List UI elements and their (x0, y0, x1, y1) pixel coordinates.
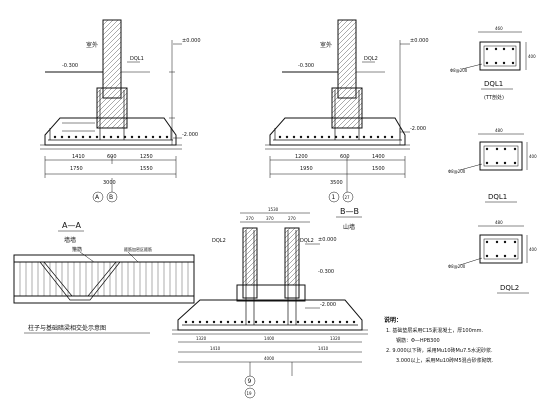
svg-text:1: 1 (332, 194, 336, 201)
svg-text:460: 460 (495, 26, 503, 31)
dql2-section (479, 234, 523, 264)
aa-axis-a (92, 191, 104, 203)
bb-wall (337, 19, 357, 99)
aa-outdoor-label: 室外 (86, 41, 98, 49)
svg-text:1320: 1320 (330, 336, 341, 341)
aa-dql-label: DQL1 (130, 56, 144, 62)
bb-elev-bottom: -2.000 (410, 126, 426, 132)
dql1-section (479, 141, 523, 171)
aa-title: A—A (62, 221, 81, 230)
bb-elev-300: -0.300 (298, 63, 314, 69)
aa-dim-left: 1750 (70, 166, 83, 172)
dql2-title: DQL2 (500, 284, 519, 292)
detail-end-label: 箍筋加密区箍筋 (124, 246, 152, 252)
svg-text:400: 400 (528, 54, 536, 59)
bb-dim-b: 600 (340, 154, 350, 160)
aa-elev-bottom: -2.000 (182, 132, 198, 138)
dql1-tt-section (479, 41, 521, 71)
dql1-detail: 480 400 Φ8@200 DQL1 (448, 128, 537, 203)
aa-axis-b (106, 191, 118, 203)
aa-dim-a: 1410 (72, 154, 85, 160)
bb-subtitle: 山墙 (343, 223, 355, 231)
center-wall-left (242, 227, 258, 299)
svg-text:Φ8@200: Φ8@200 (450, 68, 468, 73)
svg-text:Φ8@200: Φ8@200 (448, 264, 466, 269)
svg-text:1320: 1320 (196, 336, 207, 341)
note-4: 3.000以上，采用Mu10砖M5混合砂浆砌筑. (396, 357, 494, 364)
section-bb: DQL2 室外 -0.300 ±0.000 -2.000 1200 600 14… (265, 19, 429, 231)
column-beam-detail: 箍筋 箍筋加密区箍筋 柱子与基础暗梁相交处示意图 (13, 246, 195, 334)
svg-text:19: 19 (247, 391, 253, 396)
section-center: 1530 270 370 270 DQL2 DQL2 ±0.000 -0.300… (172, 207, 368, 399)
aa-elev-300: -0.300 (62, 63, 78, 69)
bb-dim-total: 3500 (330, 180, 343, 186)
svg-text:400: 400 (529, 154, 537, 159)
svg-text:1410: 1410 (318, 346, 329, 351)
center-axis-a (244, 375, 256, 387)
center-dql-left: DQL2 (212, 238, 226, 244)
aa-dim-total: 3000 (103, 180, 116, 186)
center-axis-b (244, 387, 256, 399)
bb-dim-c: 1400 (372, 154, 385, 160)
bb-dim-right: 1500 (372, 166, 385, 172)
svg-text:1400: 1400 (264, 336, 275, 341)
aa-elev-top: ±0.000 (182, 38, 201, 44)
aa-footing (44, 117, 177, 146)
center-dql-right: DQL2 (300, 238, 314, 244)
svg-text:1410: 1410 (210, 346, 221, 351)
svg-text:A: A (95, 194, 100, 201)
center-elev-top: ±0.000 (318, 237, 337, 243)
svg-text:9: 9 (248, 378, 252, 385)
svg-text:270: 270 (246, 216, 254, 221)
svg-text:370: 370 (266, 216, 274, 221)
dql1-title: DQL1 (488, 193, 507, 201)
center-wall-right (284, 227, 300, 299)
dql1-tt-note: (TT剖处) (484, 94, 504, 101)
svg-text:27: 27 (345, 195, 351, 200)
bb-elev-top: ±0.000 (410, 38, 429, 44)
aa-dim-b: 600 (107, 154, 117, 160)
dql1-tt-detail: 460 400 Φ8@200 DQL1 (TT剖处) (450, 26, 536, 101)
bb-dim-left: 1950 (300, 166, 313, 172)
note-1: 1. 基础垫层采用C15素混凝土，厚100mm. (386, 327, 483, 334)
aa-subtitle: 墙墙 (64, 236, 76, 244)
bb-outdoor-label: 室外 (320, 41, 332, 49)
svg-text:1530: 1530 (268, 207, 279, 212)
note-3: 2. 9.000以下砖，采用Mu10砖Mu7.5水泥砂浆. (386, 347, 493, 354)
detail-bar-label: 箍筋 (72, 246, 82, 253)
svg-text:270: 270 (288, 216, 296, 221)
center-elev-bottom: -2.000 (320, 302, 336, 308)
svg-text:4000: 4000 (264, 356, 275, 361)
bb-title: B—B (340, 207, 359, 216)
section-aa: DQL1 室外 -0.300 ±0.000 -2.000 1410 600 12… (40, 19, 201, 244)
svg-text:480: 480 (495, 128, 503, 133)
dql2-detail: 480 400 Φ8@200 DQL2 (448, 220, 537, 294)
notes: 说明： 1. 基础垫层采用C15素混凝土，厚100mm. 钢筋：Φ—HPB300… (384, 316, 494, 364)
svg-text:Φ8@200: Φ8@200 (448, 169, 466, 174)
bb-axis-b (342, 191, 354, 203)
aa-dim-right: 1550 (140, 166, 153, 172)
bb-axis-a (328, 191, 340, 203)
svg-text:480: 480 (495, 220, 503, 225)
bb-dql-label: DQL2 (364, 56, 378, 62)
svg-text:400: 400 (529, 247, 537, 252)
center-elev-mid: -0.300 (318, 269, 334, 275)
bb-footing (269, 117, 406, 146)
detail-frame (13, 254, 195, 304)
notes-title: 说明： (384, 316, 402, 324)
aa-dim-c: 1250 (140, 154, 153, 160)
bb-dim-a: 1200 (295, 154, 308, 160)
detail-title: 柱子与基础暗梁相交处示意图 (28, 324, 106, 332)
aa-wall (102, 19, 122, 99)
svg-text:B: B (109, 194, 113, 201)
note-2: 钢筋：Φ—HPB300 (396, 337, 440, 344)
dql1-tt-title: DQL1 (484, 80, 503, 88)
